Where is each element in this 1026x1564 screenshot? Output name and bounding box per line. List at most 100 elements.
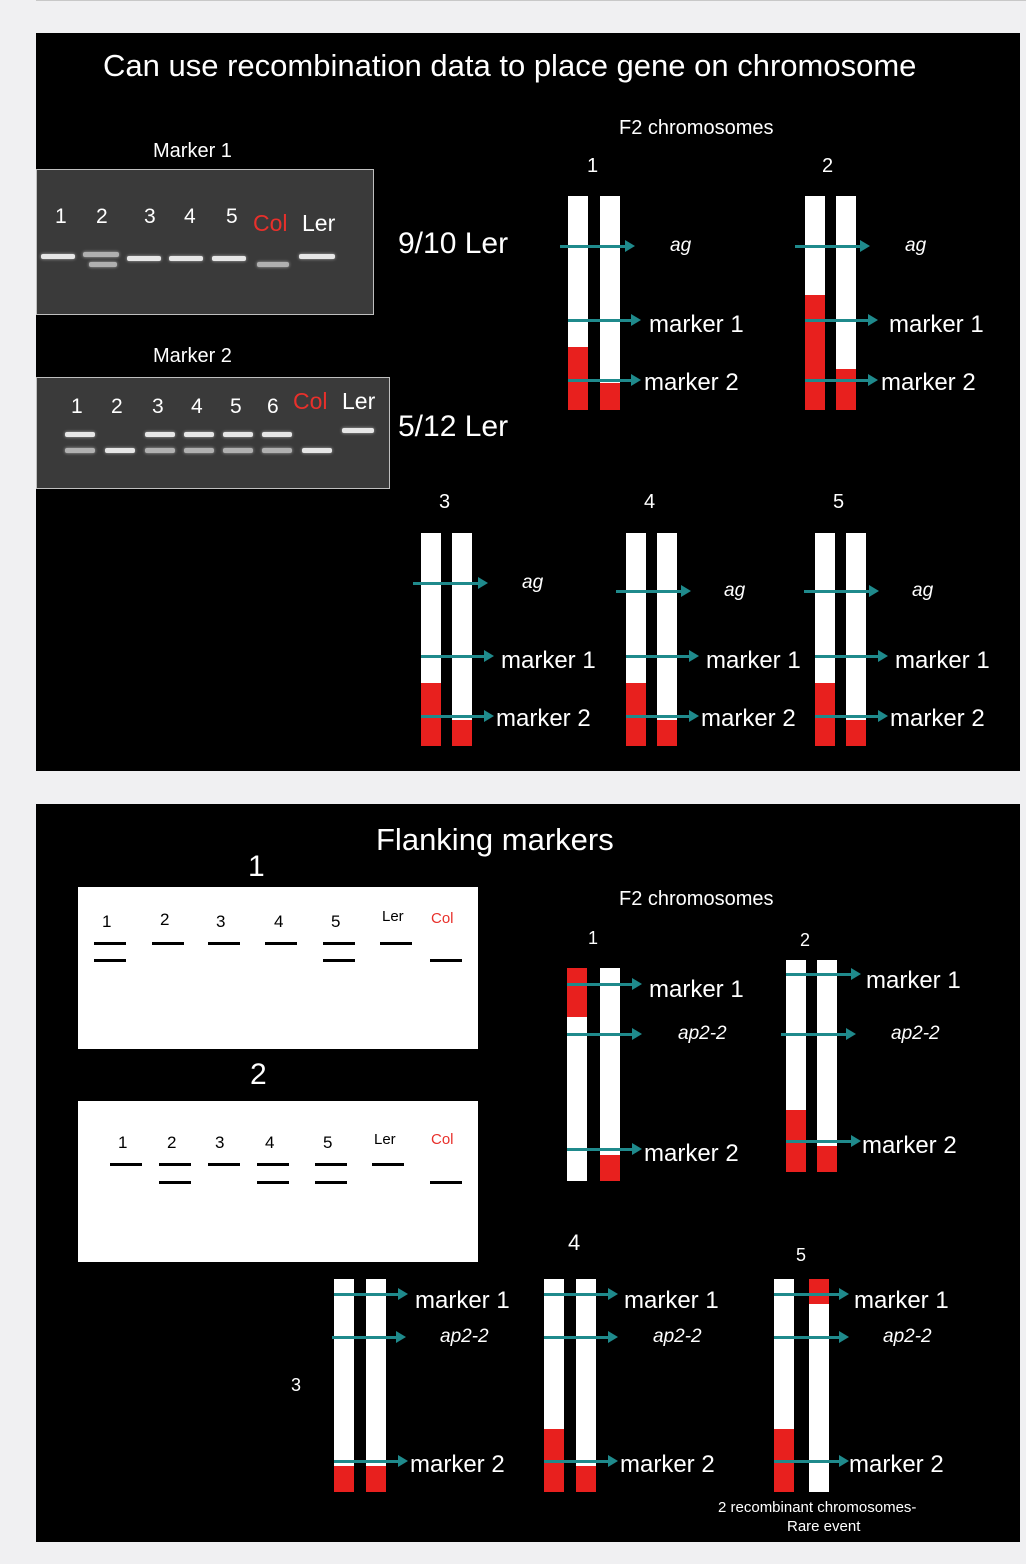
lane-label: 1: [118, 1133, 128, 1152]
arrow-marker2: [568, 374, 641, 386]
lane-label: 3: [215, 1133, 225, 1152]
arrow-marker2: [774, 1455, 849, 1467]
gel-schematic-2: 1 2 3 4 5 Ler Col: [78, 1101, 478, 1262]
arrow-marker1: [544, 1288, 618, 1300]
band: [110, 1163, 142, 1166]
chromosome: [836, 196, 856, 410]
f2-number: 5: [796, 1245, 807, 1265]
f2-title: F2 chromosomes: [619, 117, 774, 139]
chromosome: [421, 533, 441, 746]
band: [159, 1181, 191, 1184]
band: [372, 1163, 404, 1166]
chromosome: [600, 196, 620, 410]
gel-band: [127, 256, 161, 261]
gel-band: [223, 448, 253, 453]
band: [208, 1163, 240, 1166]
arrow-ag: [560, 240, 635, 252]
gel-band: [223, 432, 253, 437]
lane-label: 5: [323, 1133, 333, 1152]
gel1-image: 1 2 3 4 5 Col Ler: [36, 169, 374, 315]
gel2-lane: 2: [111, 395, 123, 418]
lane-label: 5: [331, 912, 341, 931]
chromosome: [366, 1279, 386, 1492]
label-marker2: marker 2: [644, 1140, 739, 1167]
label-marker1: marker 1: [649, 976, 744, 1003]
arrow-marker2: [626, 710, 699, 722]
label-marker2: marker 2: [849, 1451, 944, 1478]
label-ag: ag: [724, 580, 746, 601]
f2-number: 2: [822, 155, 834, 177]
band: [257, 1181, 289, 1184]
arrow-marker2: [334, 1455, 408, 1467]
lane-label: 4: [274, 912, 284, 931]
label-ag: ag: [912, 580, 934, 601]
arrow-gene: [774, 1331, 849, 1343]
arrow-marker1: [568, 314, 641, 326]
f2-number: 5: [833, 491, 845, 513]
gel-band: [83, 252, 119, 257]
band: [430, 959, 462, 962]
arrow-ag: [804, 585, 879, 597]
arrow-marker2: [544, 1455, 618, 1467]
band: [323, 942, 355, 945]
gel-band: [65, 448, 95, 453]
gel-band: [184, 448, 214, 453]
band: [430, 1181, 462, 1184]
arrow-ag: [616, 585, 691, 597]
gel-band: [169, 256, 203, 261]
lane-label: 2: [167, 1133, 177, 1152]
chromosome: [815, 533, 835, 746]
gel-band: [262, 432, 292, 437]
arrow-gene: [781, 1028, 856, 1040]
label-marker1: marker 1: [415, 1287, 510, 1314]
gel2-lane: 1: [71, 395, 83, 418]
band: [94, 959, 126, 962]
gel2-lane: 5: [230, 395, 242, 418]
lane-label: 4: [265, 1133, 275, 1152]
gel2-lane: 3: [152, 395, 164, 418]
lane-label-ler: Ler: [382, 908, 404, 925]
chromosome: [568, 196, 588, 410]
label-marker2: marker 2: [410, 1451, 505, 1478]
gel2-lane-col: Col: [293, 388, 328, 414]
panel2-number: 2: [250, 1058, 267, 1091]
label-marker1: marker 1: [624, 1287, 719, 1314]
gel1-lane: 4: [184, 205, 196, 228]
band: [323, 959, 355, 962]
arrow-marker1: [815, 650, 888, 662]
label-marker1: marker 1: [706, 647, 801, 674]
lane-label-ler: Ler: [374, 1131, 396, 1148]
gel-band: [184, 432, 214, 437]
gel2-lane: 6: [267, 395, 279, 418]
arrow-gene: [544, 1331, 618, 1343]
arrow-marker1: [334, 1288, 408, 1300]
recombinant-note-line1: 2 recombinant chromosomes-: [718, 1499, 917, 1516]
arrow-marker1: [774, 1288, 849, 1300]
chromosome: [452, 533, 472, 746]
chromosome: [626, 533, 646, 746]
gel1-lane: 1: [55, 205, 67, 228]
gel-band: [65, 432, 95, 437]
chromosome: [567, 968, 587, 1181]
lane-label: 2: [160, 910, 170, 929]
slide-recombination: Can use recombination data to place gene…: [36, 33, 1020, 771]
gel-band: [262, 448, 292, 453]
gel-band: [342, 428, 374, 433]
gel-band: [299, 254, 335, 259]
f2-number: 2: [800, 930, 811, 950]
label-marker2: marker 2: [862, 1132, 957, 1159]
arrow-marker2: [567, 1143, 642, 1155]
f2-number: 3: [439, 491, 451, 513]
gel-band: [145, 432, 175, 437]
label-gene: ap2-2: [440, 1326, 489, 1347]
label-marker2: marker 2: [644, 369, 739, 396]
label-marker1: marker 1: [866, 967, 961, 994]
label-marker2: marker 2: [620, 1451, 715, 1478]
chromosome: [846, 533, 866, 746]
f2-number: 4: [568, 1230, 581, 1255]
gel1-lane: 2: [96, 205, 108, 228]
label-marker2: marker 2: [881, 369, 976, 396]
band: [94, 942, 126, 945]
gel-band: [257, 262, 289, 267]
label-gene: ap2-2: [883, 1326, 932, 1347]
